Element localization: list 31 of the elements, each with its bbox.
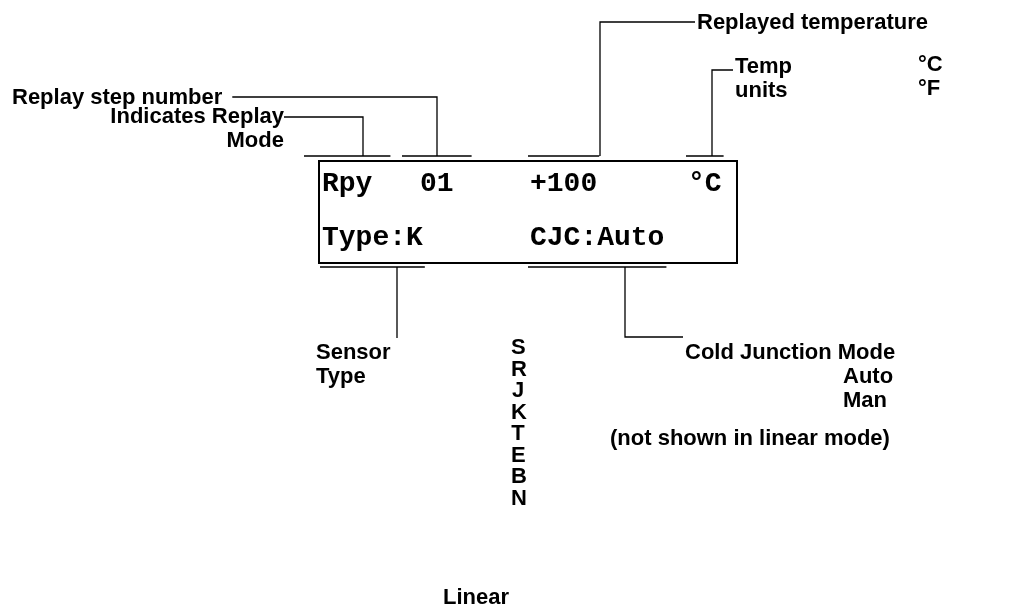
callout-text: Cold Junction Mode — [685, 340, 896, 364]
leader-line — [685, 69, 734, 157]
option-text: °C — [918, 52, 943, 76]
lcd-display — [318, 160, 738, 264]
leader-line — [319, 266, 426, 339]
option-text: Auto — [843, 364, 894, 388]
display-readout: °C — [688, 164, 722, 204]
callout-text: Temp units — [735, 54, 825, 102]
option-text: E — [511, 443, 525, 466]
display-readout: 01 — [420, 164, 454, 204]
display-readout: CJC:Auto — [530, 218, 665, 258]
callout-text: Sensor Type — [316, 340, 426, 388]
display-readout: Rpy — [322, 164, 373, 204]
option-text: °F — [918, 76, 941, 100]
callout-text: Replayed temperature — [697, 10, 929, 34]
option-text: S — [511, 336, 525, 358]
option-text: N — [511, 486, 525, 509]
leader-line — [231, 96, 473, 157]
option-text: T — [511, 422, 525, 444]
option-text: Linear — [443, 586, 510, 608]
display-readout: Type:K — [322, 218, 423, 258]
leader-line — [527, 21, 696, 157]
option-text: J — [511, 379, 525, 401]
leader-line — [283, 116, 392, 157]
option-text: (not shown in linear mode) — [610, 426, 890, 450]
leader-line — [527, 266, 684, 338]
option-text: B — [511, 465, 525, 487]
option-text: K — [511, 400, 525, 423]
display-readout: +100 — [530, 164, 598, 204]
option-text: R — [511, 357, 525, 380]
option-text: Man — [843, 388, 887, 412]
